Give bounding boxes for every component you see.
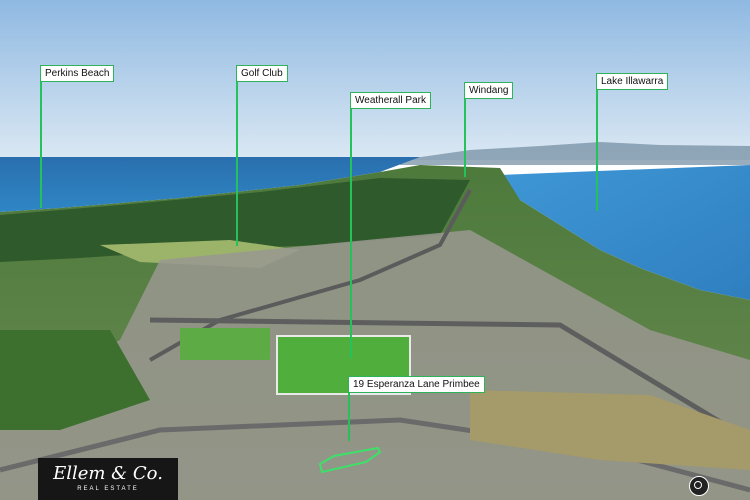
tree-cluster — [0, 330, 150, 430]
golf-club-label: Golf Club — [236, 65, 288, 82]
logo-brand-text: Ellem & Co. — [53, 463, 163, 484]
lake-illawarra-pin-line — [596, 89, 598, 211]
perkins-beach-pin-line — [40, 82, 42, 208]
property-outline — [318, 446, 382, 474]
windang-pin-line — [464, 99, 466, 177]
lake-illawarra-label: Lake Illawarra — [596, 73, 669, 90]
camera-icon[interactable] — [689, 476, 709, 496]
golf-club-pin-line — [236, 82, 238, 246]
weatherall-park-label: Weatherall Park — [350, 92, 431, 109]
distant-hills — [400, 142, 750, 165]
windang-label: Windang — [464, 82, 514, 99]
property-address-label: 19 Esperanza Lane Primbee — [348, 376, 485, 393]
weatherall-park-pin-line — [350, 108, 352, 358]
open-grass — [470, 390, 750, 470]
side-field — [180, 328, 270, 360]
perkins-beach-label: Perkins Beach — [40, 65, 115, 82]
lake — [500, 165, 750, 300]
property-pin-line — [348, 391, 350, 441]
lower-road — [0, 417, 750, 493]
forest — [0, 178, 470, 262]
ocean — [0, 157, 420, 212]
agency-logo: Ellem & Co. REAL ESTATE — [38, 458, 178, 500]
cross-road — [149, 317, 750, 443]
logo-tagline: REAL ESTATE — [77, 486, 139, 492]
